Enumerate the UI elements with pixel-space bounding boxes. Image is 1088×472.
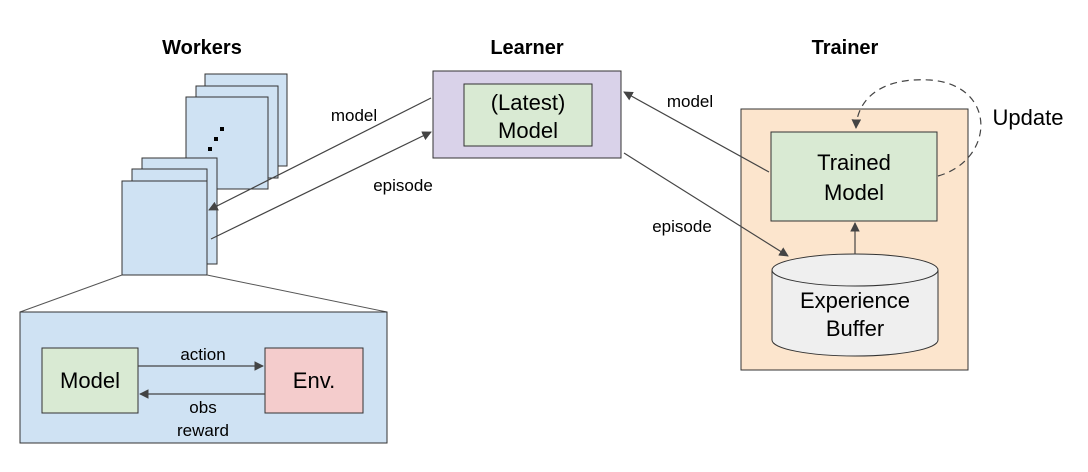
latest-model-line1: (Latest) [491, 90, 566, 115]
episode-to-buffer-arrow [623, 152, 789, 257]
worker-stack-front [121, 157, 218, 276]
model-to-learner-arrow [623, 91, 770, 173]
workers-title: Workers [162, 37, 242, 59]
episode-left-label: episode [373, 176, 433, 195]
worker-model-box [41, 347, 139, 414]
reward-label: reward [177, 421, 229, 440]
model-left-label: model [331, 106, 377, 125]
update-loop-arrow [851, 79, 982, 177]
latest-model-line2: Model [498, 118, 558, 143]
trained-model-line2: Model [824, 180, 884, 205]
model-to-workers-arrow [208, 97, 432, 211]
env-label: Env. [293, 368, 335, 393]
trainer-title: Trainer [812, 37, 879, 59]
update-label: Update [993, 105, 1064, 130]
model-right-label: model [667, 92, 713, 111]
zoom-line-right [206, 274, 388, 313]
worker-model-label: Model [60, 368, 120, 393]
action-label: action [180, 345, 225, 364]
zoom-line-left [19, 274, 123, 313]
obs-label: obs [189, 398, 216, 417]
experience-buffer-cylinder [771, 253, 939, 357]
episode-to-learner-arrow [210, 131, 432, 240]
trained-model-line1: Trained [817, 150, 891, 175]
ellipsis-dots [208, 127, 224, 151]
latest-model-box [463, 83, 593, 147]
env-box [264, 347, 364, 414]
buffer-line1: Experience [800, 288, 910, 313]
learner-title: Learner [490, 37, 564, 59]
buffer-line2: Buffer [826, 316, 884, 341]
episode-right-label: episode [652, 217, 712, 236]
trained-model-box [770, 131, 938, 222]
